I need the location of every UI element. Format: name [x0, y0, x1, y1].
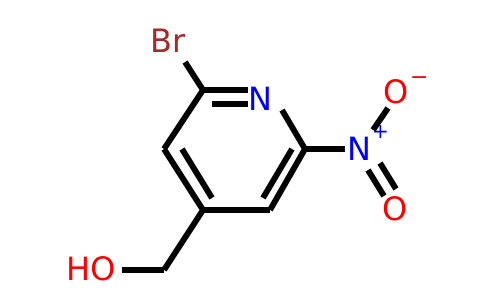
pyridine-ring — [161, 87, 308, 213]
nitro-positive-charge: + — [372, 119, 389, 143]
bond-c3-c4 — [161, 147, 206, 212]
bond-c6-n1 — [279, 108, 308, 151]
bond-c4-ch2 — [161, 208, 206, 272]
bromine-label: Br — [150, 22, 186, 60]
bond-nitro-o-lower-inner — [377, 161, 399, 191]
upper-oxygen-negative-charge: − — [410, 65, 428, 90]
bond-c2-c3 — [161, 88, 206, 151]
hydroxyl-label: HO — [66, 250, 115, 288]
ring-nitrogen-label: N — [248, 80, 272, 118]
lower-oxygen-label: O — [382, 190, 407, 228]
bond-nitro-o-upper — [370, 106, 391, 132]
nitro-nitrogen-label: N — [347, 130, 371, 168]
bond-c2-br — [182, 60, 206, 92]
bond-nitro-o-lower — [365, 168, 387, 198]
bond-c5-c6 — [267, 147, 308, 212]
bond-c5-c6-inner — [260, 147, 295, 200]
bond-c3-c4-inner — [179, 147, 215, 200]
upper-oxygen-label: O — [383, 73, 408, 111]
